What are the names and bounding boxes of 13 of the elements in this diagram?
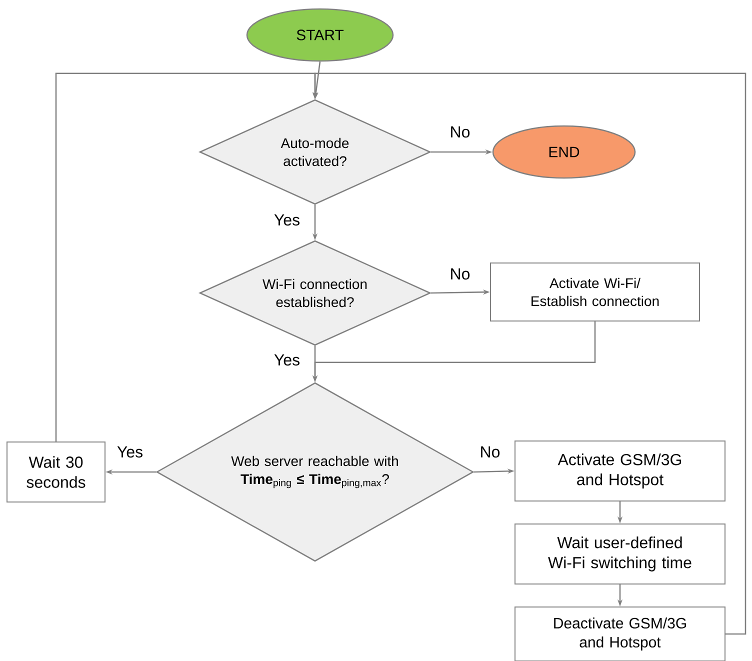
edge-label: No bbox=[478, 445, 502, 459]
process-box: Deactivate GSM/3G and Hotspot bbox=[514, 606, 726, 661]
process-box: Wait user-defined Wi-Fi switching time bbox=[514, 524, 726, 584]
edge-label: Yes bbox=[272, 213, 302, 227]
process-box: Wait 30 seconds bbox=[6, 442, 106, 502]
edge-label: Yes bbox=[116, 445, 144, 459]
terminal-oval: END bbox=[492, 125, 636, 179]
process-box: Activate Wi-Fi/ Establish connection bbox=[490, 262, 700, 322]
process-box: Activate GSM/3G and Hotspot bbox=[514, 440, 726, 502]
edge-label: Yes bbox=[272, 353, 302, 367]
terminal-oval: START bbox=[246, 8, 394, 62]
edge-label: No bbox=[448, 125, 472, 139]
edge-label: No bbox=[448, 267, 472, 281]
